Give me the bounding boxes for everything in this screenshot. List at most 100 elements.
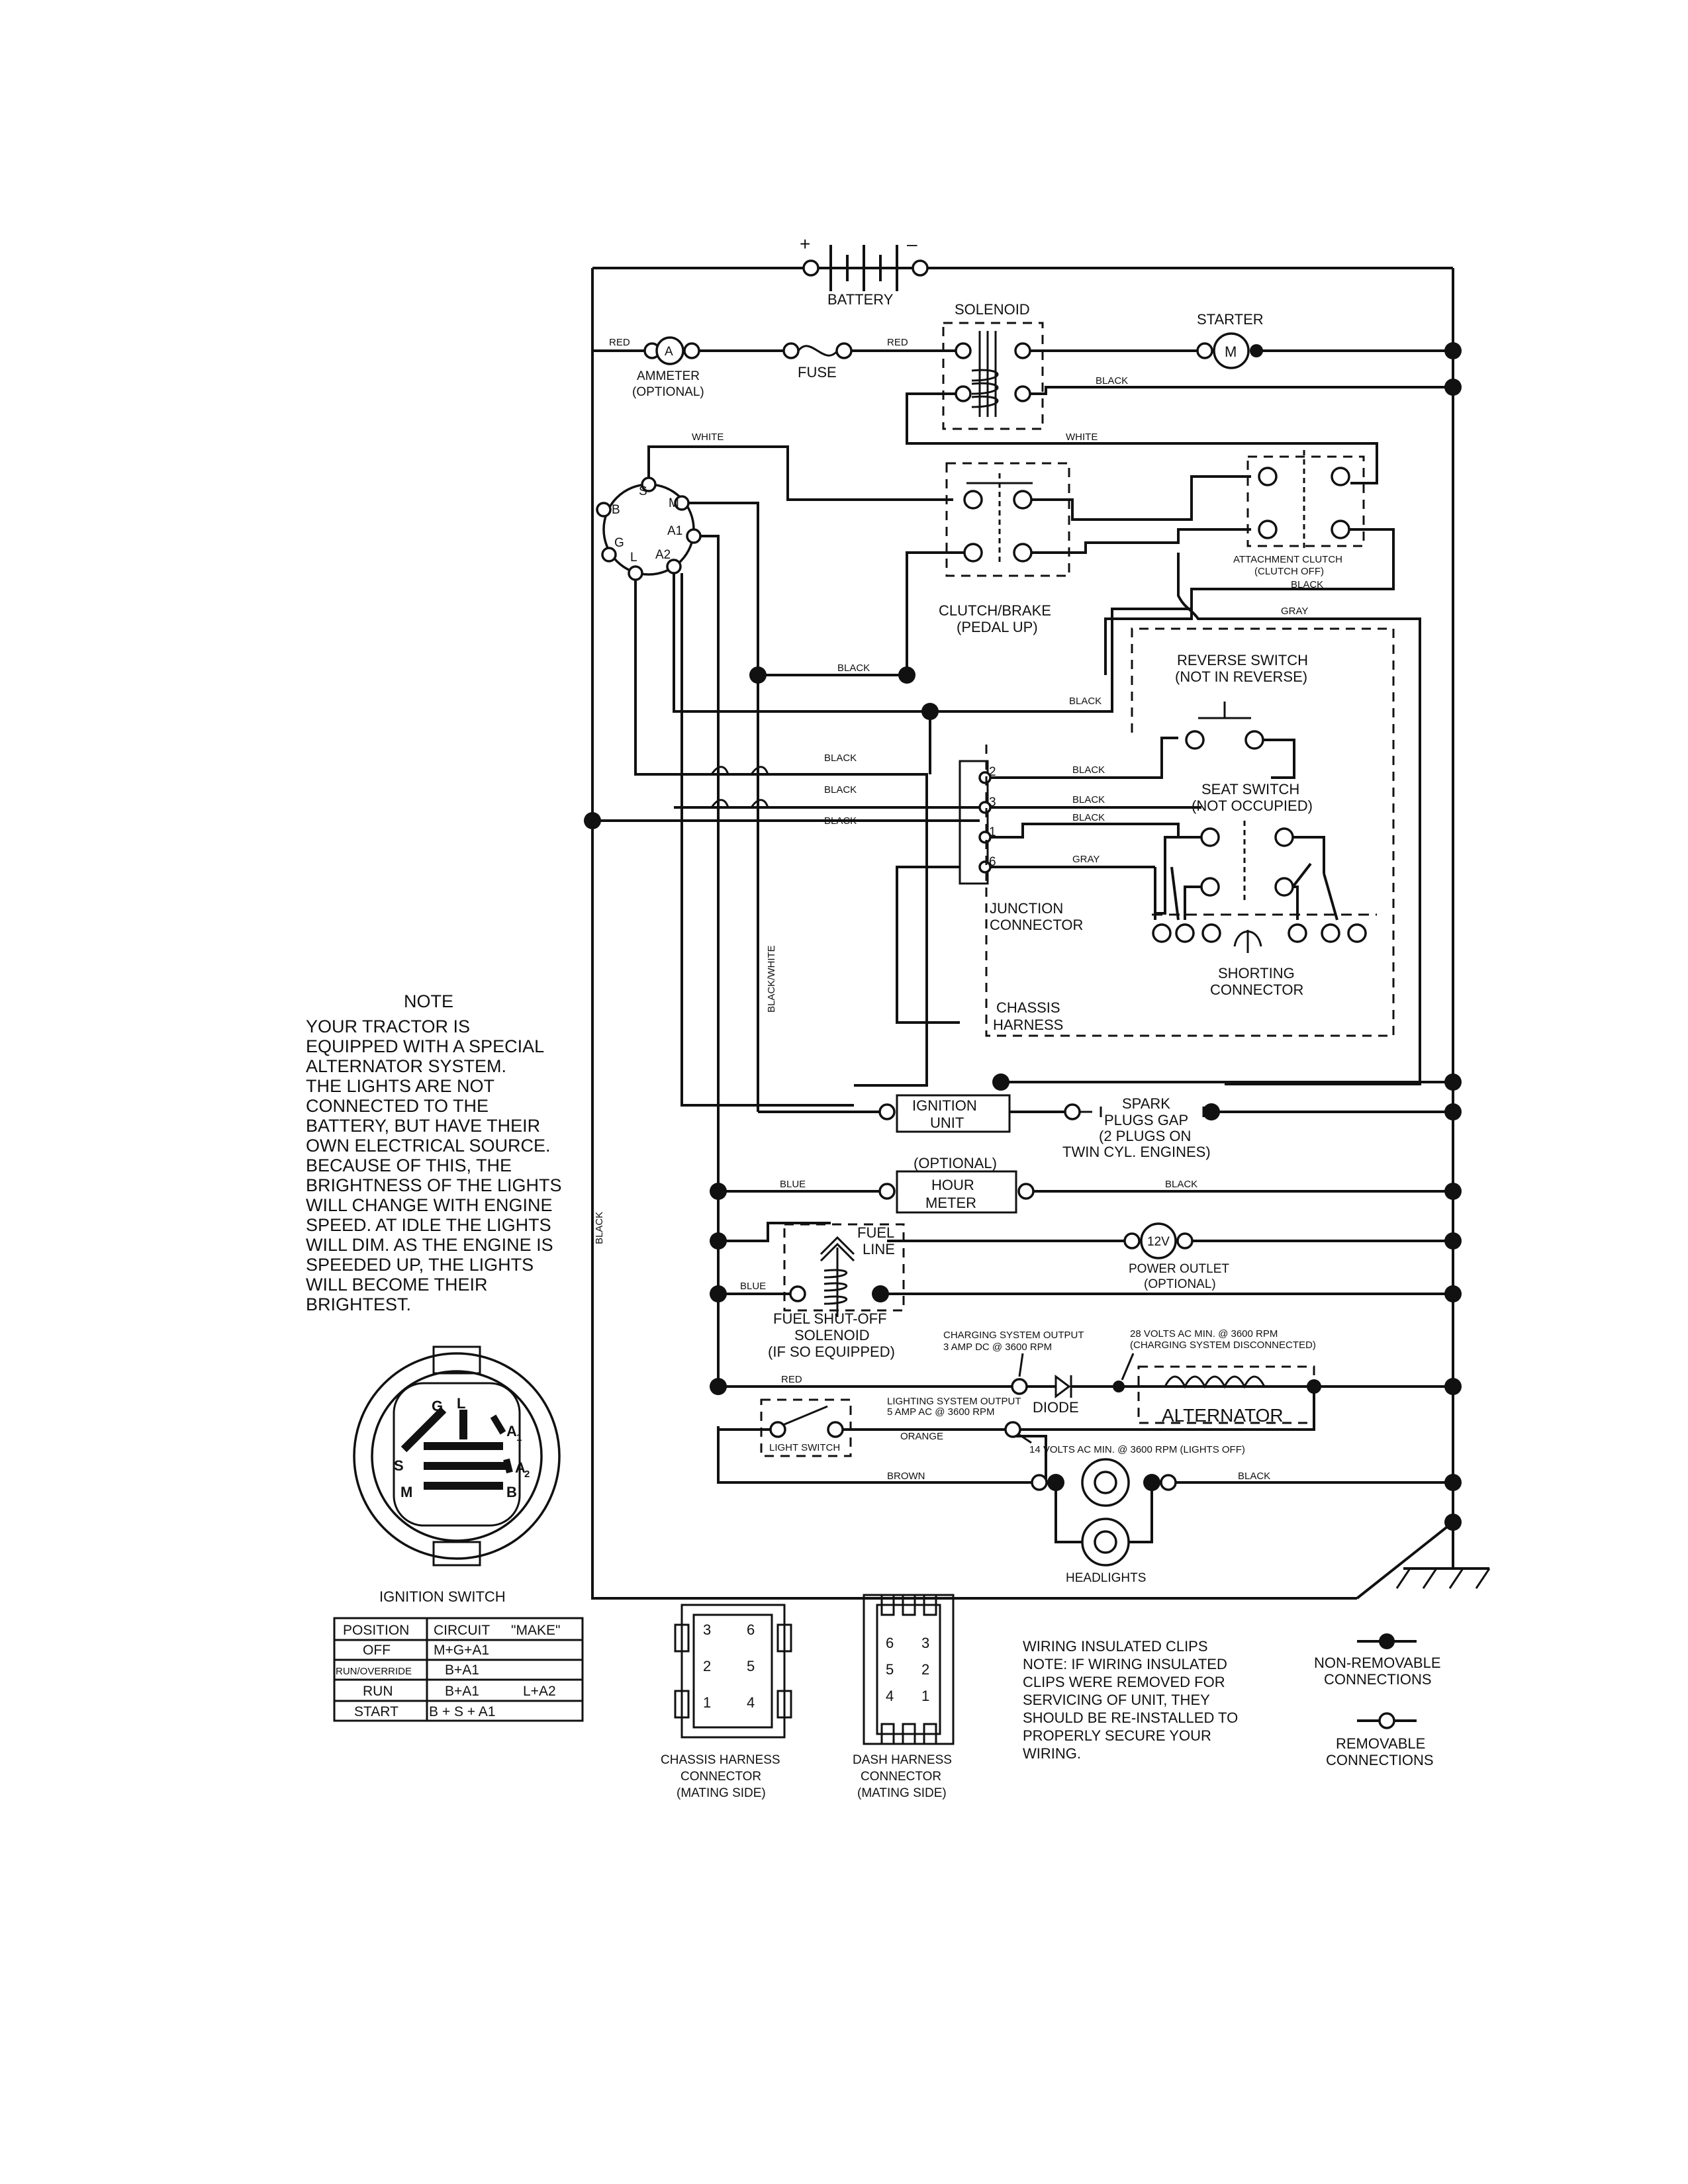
- note-line: WILL BECOME THEIR: [306, 1275, 488, 1295]
- clips-note-line: WIRING INSULATED CLIPS: [1023, 1638, 1208, 1655]
- note-title: NOTE: [404, 991, 453, 1011]
- wire-black-label-2: BLACK: [1291, 579, 1323, 590]
- wire-red-label-2: RED: [887, 337, 908, 348]
- note-line: ALTERNATOR SYSTEM.: [306, 1056, 506, 1076]
- wire-blue-label-2: BLUE: [740, 1281, 766, 1292]
- connection-legend: NON-REMOVABLE CONNECTIONS REMOVABLE CONN…: [1314, 1633, 1441, 1768]
- wire-black-label-5: BLACK: [824, 752, 857, 764]
- table-cell: B + S + A1: [429, 1704, 495, 1719]
- attachment-clutch-sub: (CLUTCH OFF): [1254, 566, 1324, 577]
- wire-black-label-11: BLACK: [1165, 1179, 1197, 1190]
- wire-red-label-3: RED: [781, 1374, 802, 1385]
- wire-black-label-6: BLACK: [824, 784, 857, 796]
- junction-sub: CONNECTOR: [990, 917, 1083, 933]
- hour-meter-optional: (OPTIONAL): [914, 1155, 997, 1171]
- note-line: WILL CHANGE WITH ENGINE: [306, 1195, 553, 1215]
- charging-circuit: RED DIODE ALTERNATOR CHARGING SYSTEM OUT…: [710, 1328, 1462, 1585]
- dash-connector-caption: DASH HARNESS: [853, 1753, 952, 1767]
- wire-brown-label: BROWN: [887, 1471, 925, 1482]
- starter-label: STARTER: [1197, 311, 1264, 328]
- chassis-harness-connector: 3 6 2 5 1 4 CHASSIS HARNESS CONNECTOR (M…: [661, 1604, 792, 1800]
- note-line: SPEED. AT IDLE THE LIGHTS: [306, 1215, 551, 1235]
- table-cell: RUN: [363, 1684, 393, 1699]
- starter-circuit: A RED AMMETER (OPTIONAL) FUSE RED SOLENO…: [592, 301, 1453, 484]
- clutch-brake-label: CLUTCH/BRAKE: [939, 602, 1051, 619]
- spark-sub-2: (2 PLUGS ON: [1099, 1128, 1191, 1144]
- note-line: BECAUSE OF THIS, THE: [306, 1156, 512, 1175]
- legend-non-removable-sub: CONNECTIONS: [1324, 1671, 1432, 1688]
- note-line: CONNECTED TO THE: [306, 1096, 489, 1116]
- solenoid-label: SOLENOID: [955, 301, 1030, 318]
- table-header: "MAKE": [511, 1623, 560, 1638]
- attachment-clutch-switch: ATTACHMENT CLUTCH (CLUTCH OFF) BLACK GRA…: [1104, 450, 1421, 1085]
- spark-sub-3: TWIN CYL. ENGINES): [1062, 1144, 1211, 1160]
- ign-terminal-l: L: [630, 551, 637, 565]
- charging-output-label: CHARGING SYSTEM OUTPUT: [943, 1330, 1084, 1341]
- wire-black-label-10: BLACK: [1072, 812, 1105, 823]
- wire-red-label: RED: [609, 337, 630, 348]
- chassis-sub: HARNESS: [993, 1017, 1063, 1033]
- fuel-line-label: FUEL: [857, 1224, 894, 1241]
- dash-conn-pin: 5: [886, 1661, 894, 1678]
- reverse-switch-label: REVERSE SWITCH: [1177, 652, 1308, 668]
- ign-terminal-b: B: [612, 503, 620, 517]
- ammeter-optional: (OPTIONAL): [632, 385, 704, 399]
- chassis-conn-pin: 4: [747, 1694, 755, 1711]
- ign-face-m: M: [400, 1484, 412, 1500]
- junction-label: JUNCTION: [990, 900, 1063, 917]
- alternator-note: NOTE YOUR TRACTOR IS EQUIPPED WITH A SPE…: [306, 991, 562, 1314]
- ign-face-g: G: [432, 1398, 443, 1414]
- headlights-label: HEADLIGHTS: [1066, 1571, 1146, 1585]
- ignition-unit-sub: UNIT: [930, 1115, 964, 1131]
- table-cell: M+G+A1: [434, 1643, 489, 1658]
- wire-black-label-3: BLACK: [837, 662, 870, 674]
- junction-connector: 2 3 1 6 BLACK BLACK BLACK GRAY JUNCTION …: [896, 737, 1201, 1024]
- ign-terminal-a1: A1: [667, 524, 682, 538]
- wire-orange-label: ORANGE: [900, 1431, 943, 1442]
- chassis-conn-pin: 5: [747, 1658, 755, 1674]
- clips-note-line: CLIPS WERE REMOVED FOR: [1023, 1674, 1225, 1690]
- ignition-switch-table: POSITION CIRCUIT "MAKE" OFF M+G+A1 RUN/O…: [333, 1617, 584, 1722]
- wire-white-label-2: WHITE: [1066, 432, 1098, 443]
- ign-face-b: B: [506, 1484, 517, 1500]
- dash-conn-pin: 1: [921, 1688, 929, 1704]
- clips-note-line: WIRING.: [1023, 1745, 1081, 1762]
- wire-white-label-1: WHITE: [692, 432, 724, 443]
- alternator-label: ALTERNATOR: [1162, 1405, 1284, 1426]
- shorting-sub: CONNECTOR: [1210, 981, 1303, 998]
- wire-black-label-left: BLACK: [594, 1212, 605, 1244]
- ign-terminal-g: G: [614, 536, 624, 550]
- junction-pin-2: 2: [989, 765, 996, 779]
- note-line: THE LIGHTS ARE NOT: [306, 1076, 494, 1096]
- ign-terminal-s: S: [639, 484, 647, 498]
- clips-note-line: NOTE: IF WIRING INSULATED: [1023, 1656, 1227, 1672]
- junction-pin-3: 3: [989, 796, 996, 809]
- table-cell: B+A1: [445, 1662, 479, 1678]
- ignition-switch-title: IGNITION SWITCH: [379, 1588, 506, 1605]
- ammeter-symbol: A: [665, 345, 673, 359]
- clips-note-line: SHOULD BE RE-INSTALLED TO: [1023, 1709, 1238, 1726]
- note-line: WILL DIM. AS THE ENGINE IS: [306, 1235, 553, 1255]
- chassis-conn-pin: 1: [703, 1694, 711, 1711]
- wire-black-label-9: BLACK: [1072, 794, 1105, 805]
- junction-wiring: BLACK BLACK BLACK BLACK BLACK: [584, 608, 1192, 1087]
- hour-meter-label: HOUR: [931, 1177, 974, 1193]
- ignition-unit-label: IGNITION: [912, 1097, 977, 1114]
- power-outlet-sub: (OPTIONAL): [1144, 1277, 1216, 1291]
- clutch-brake-sub: (PEDAL UP): [957, 619, 1038, 635]
- spark-label: SPARK: [1122, 1095, 1170, 1112]
- table-cell: L+A2: [523, 1684, 556, 1699]
- note-line: BRIGHTNESS OF THE LIGHTS: [306, 1175, 562, 1195]
- wire-gray-label-2: GRAY: [1072, 854, 1100, 865]
- chassis-conn-pin: 2: [703, 1658, 711, 1674]
- wire-black-white-label: BLACK/WHITE: [766, 945, 777, 1013]
- reverse-switch-sub: (NOT IN REVERSE): [1175, 668, 1307, 685]
- ground-bus: BLACK: [594, 342, 1491, 1589]
- lighting-output-sub: 5 AMP AC @ 3600 RPM: [887, 1406, 995, 1418]
- seat-switch-label: SEAT SWITCH: [1201, 781, 1299, 797]
- dash-conn-pin: 3: [921, 1635, 929, 1651]
- table-cell: START: [354, 1704, 399, 1719]
- legend-non-removable: NON-REMOVABLE: [1314, 1655, 1441, 1671]
- note-line: EQUIPPED WITH A SPECIAL: [306, 1036, 544, 1056]
